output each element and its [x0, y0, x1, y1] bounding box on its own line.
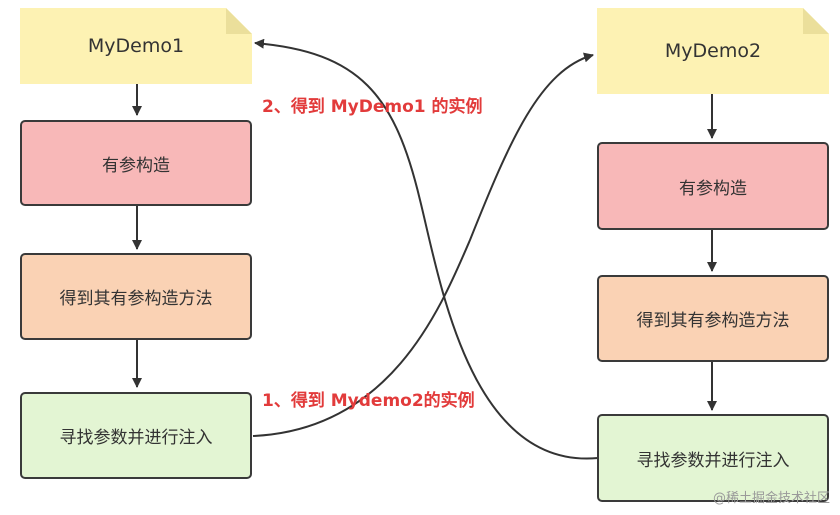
- box-label: 寻找参数并进行注入: [59, 428, 213, 448]
- right-constructor-box: 有参构造: [597, 142, 829, 230]
- box-label: 得到其有参构造方法: [59, 289, 213, 309]
- box-label: 有参构造: [679, 178, 747, 199]
- watermark: @稀土掘金技术社区: [712, 491, 830, 506]
- left-get-constructor-box: 得到其有参构造方法: [20, 253, 252, 340]
- note-mydemo1: MyDemo1: [20, 8, 252, 84]
- box-label: 得到其有参构造方法: [636, 311, 790, 331]
- note-title: MyDemo1: [87, 35, 185, 57]
- label-get-mydemo2: 1、得到 Mydemo2的实例: [262, 391, 475, 411]
- label-get-mydemo1: 2、得到 MyDemo1 的实例: [262, 97, 483, 117]
- right-get-constructor-box: 得到其有参构造方法: [597, 275, 829, 362]
- left-constructor-box: 有参构造: [20, 120, 252, 206]
- arrow-curve-to-mydemo2: [252, 52, 594, 437]
- box-label: 有参构造: [102, 155, 170, 176]
- arrow-curve-to-mydemo1: [254, 38, 599, 460]
- note-mydemo2: MyDemo2: [597, 8, 829, 94]
- note-title: MyDemo2: [664, 40, 762, 62]
- note-fold-icon: [226, 8, 252, 34]
- left-inject-box: 寻找参数并进行注入: [20, 392, 252, 479]
- note-fold-icon: [803, 8, 829, 34]
- right-inject-box: 寻找参数并进行注入: [597, 414, 829, 502]
- box-label: 寻找参数并进行注入: [636, 450, 790, 471]
